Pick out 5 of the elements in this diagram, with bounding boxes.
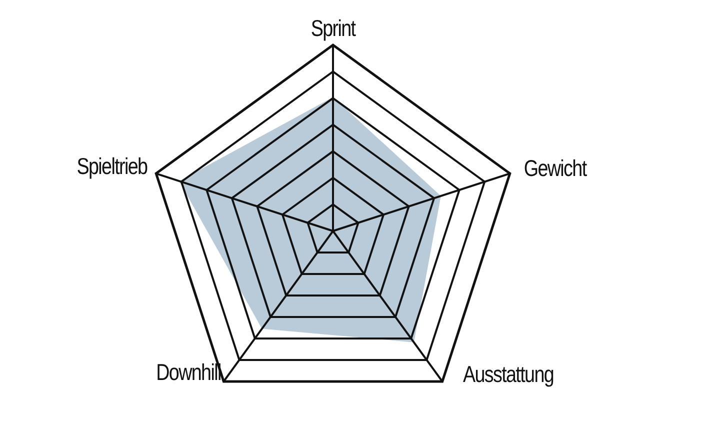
axis-label: Ausstattung [462,360,554,388]
axis-label: Downhill [156,358,220,386]
axis-label: Sprint [310,14,356,42]
axis-label: Spieltrieb [76,152,148,180]
axis-label: Gewicht [524,154,586,182]
